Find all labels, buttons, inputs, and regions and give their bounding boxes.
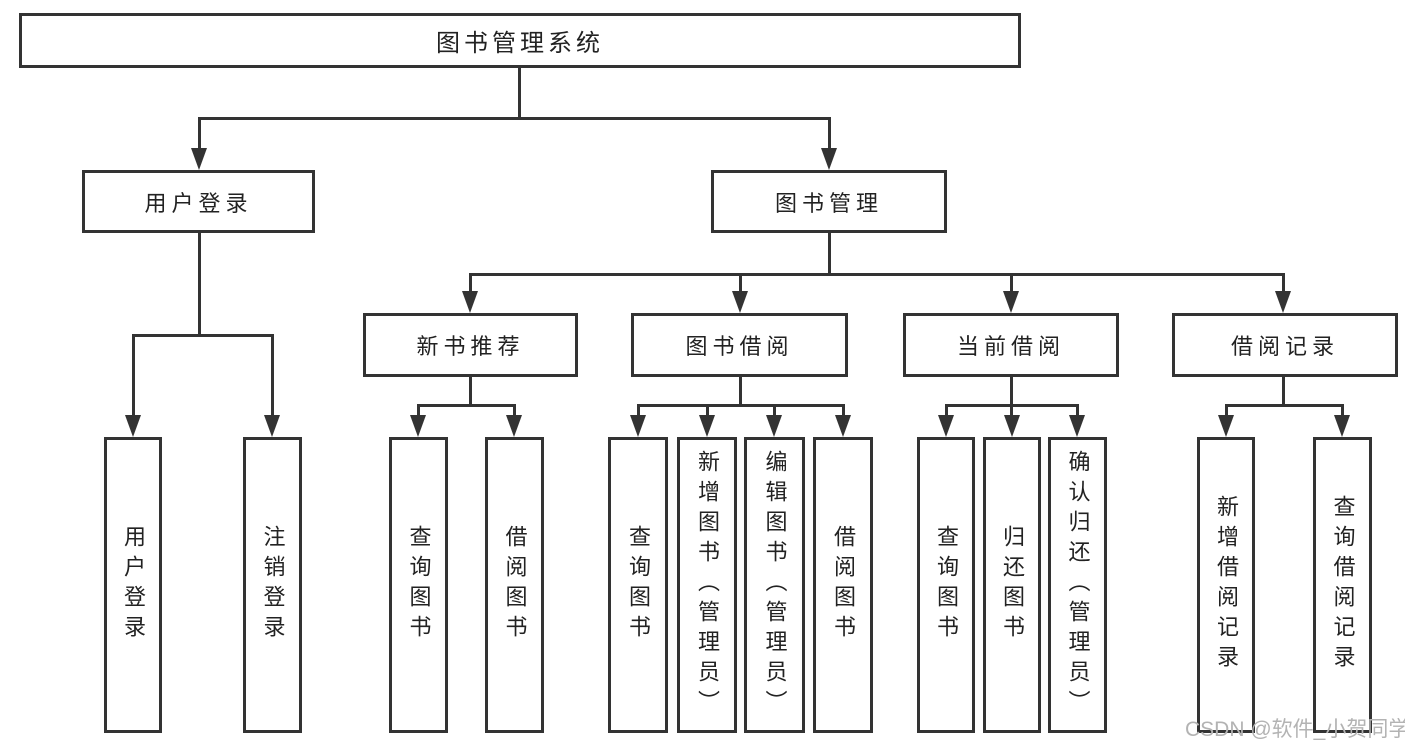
node-book-borrow: 图书借阅 [631,313,848,377]
leaf-confirm-return-admin-label: 确认归还（管理员） [1065,450,1091,720]
node-user-login: 用户登录 [82,170,315,233]
arrowhead-icon [1069,415,1085,437]
leaf-query-borrow-record: 查询借阅记录 [1313,437,1372,733]
connector-line [469,273,1285,276]
arrowhead-icon [835,415,851,437]
connector-line [1076,404,1079,417]
connector-line [518,68,521,120]
node-book-management: 图书管理 [711,170,947,233]
leaf-user-login: 用户登录 [104,437,162,733]
arrowhead-icon [462,291,478,313]
arrowhead-icon [506,415,522,437]
arrowhead-icon [1003,291,1019,313]
connector-line [1225,404,1228,417]
leaf-add-books-admin-label: 新增图书（管理员） [695,450,720,720]
connector-line [469,376,472,407]
connector-line [271,334,274,417]
leaf-query-books-borrow: 查询图书 [608,437,668,733]
leaf-query-books-recommend-label: 查询图书 [406,525,432,645]
connector-line [637,404,640,417]
connector-line [739,273,742,293]
node-current-borrow: 当前借阅 [903,313,1119,377]
connector-line [198,117,201,150]
leaf-logout: 注销登录 [243,437,302,733]
leaf-user-login-label: 用户登录 [121,525,146,645]
arrowhead-icon [410,415,426,437]
connector-line [513,404,516,417]
connector-line [1225,404,1344,407]
leaf-query-books-borrow-label: 查询图书 [626,525,651,645]
arrowhead-icon [1334,415,1350,437]
leaf-query-books-recommend: 查询图书 [389,437,448,733]
arrowhead-icon [938,415,954,437]
arrowhead-icon [630,415,646,437]
connector-line [469,273,472,293]
leaf-return-books-label: 归还图书 [1000,525,1025,645]
leaf-edit-books-admin-label: 编辑图书（管理员） [762,450,788,720]
node-user-login-label: 用户登录 [144,190,253,216]
leaf-return-books: 归还图书 [983,437,1041,733]
arrowhead-icon [1218,415,1234,437]
node-borrow-records: 借阅记录 [1172,313,1398,377]
connector-line [739,376,742,407]
connector-line [198,117,831,120]
arrowhead-icon [125,415,141,437]
node-new-book-recommend-label: 新书推荐 [416,334,525,359]
leaf-add-books-admin: 新增图书（管理员） [677,437,737,733]
connector-line [1282,273,1285,293]
leaf-confirm-return-admin: 确认归还（管理员） [1048,437,1107,733]
csdn-watermark: CSDN @软件_小贺同学 [1185,718,1405,741]
connector-line [945,404,948,417]
node-library-system: 图书管理系统 [19,13,1021,68]
connector-line [828,117,831,150]
connector-line [198,233,201,337]
connector-line [132,334,135,417]
arrowhead-icon [699,415,715,437]
leaf-add-borrow-record-label: 新增借阅记录 [1214,495,1239,675]
leaf-add-borrow-record: 新增借阅记录 [1197,437,1255,733]
connector-line [945,404,1079,407]
node-book-borrow-label: 图书借阅 [685,334,794,359]
connector-line [828,233,831,276]
leaf-query-borrow-record-label: 查询借阅记录 [1330,495,1356,675]
leaf-edit-books-admin: 编辑图书（管理员） [744,437,805,733]
node-new-book-recommend: 新书推荐 [363,313,578,377]
leaf-logout-label: 注销登录 [260,525,286,645]
arrowhead-icon [1004,415,1020,437]
leaf-query-books-current-label: 查询图书 [934,525,959,645]
arrowhead-icon [766,415,782,437]
arrowhead-icon [1275,291,1291,313]
arrowhead-icon [732,291,748,313]
leaf-borrow-books: 借阅图书 [813,437,873,733]
node-book-management-label: 图书管理 [774,190,883,216]
connector-line [706,404,709,417]
connector-line [1010,376,1013,417]
connector-line [1282,376,1285,407]
node-borrow-records-label: 借阅记录 [1230,334,1339,359]
connector-line [132,334,273,337]
arrowhead-icon [821,148,837,170]
connector-line [1010,273,1013,293]
connector-line [637,404,845,407]
connector-line [842,404,845,417]
leaf-borrow-books-label: 借阅图书 [831,525,856,645]
connector-line [773,404,776,417]
leaf-borrow-books-recommend: 借阅图书 [485,437,544,733]
connector-line [417,404,516,407]
leaf-borrow-books-recommend-label: 借阅图书 [502,525,528,645]
node-current-borrow-label: 当前借阅 [956,334,1065,359]
connector-line [417,404,420,417]
connector-line [1341,404,1344,417]
arrowhead-icon [191,148,207,170]
arrowhead-icon [264,415,280,437]
leaf-query-books-current: 查询图书 [917,437,975,733]
node-library-system-label: 图书管理系统 [436,30,604,57]
